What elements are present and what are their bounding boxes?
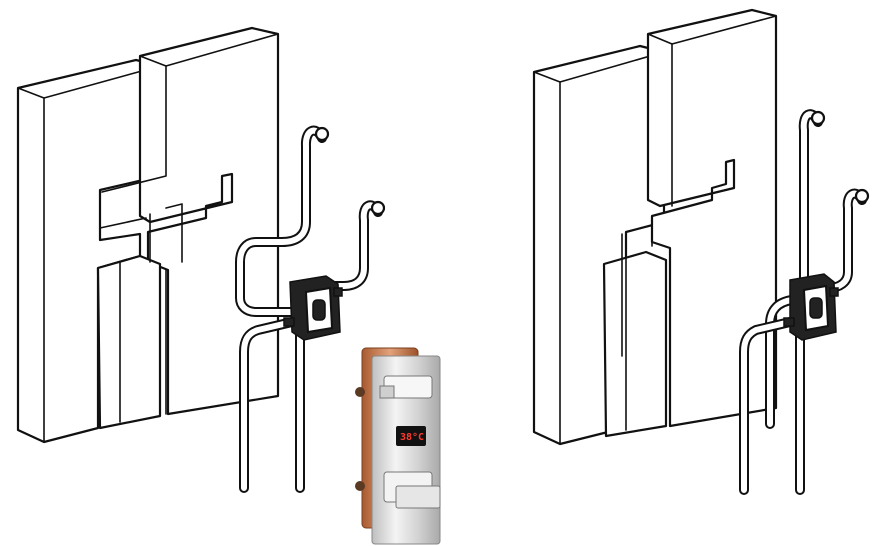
left-valve-box (283, 275, 343, 341)
left-wall-slab-b (101, 26, 280, 416)
right-wall-channel (621, 215, 653, 357)
left-wall-slab-c (96, 254, 162, 430)
right-valve-box (783, 273, 839, 341)
valve-box-icon (809, 297, 823, 319)
pipe-cap-icon (370, 200, 386, 216)
right-wall-slab-c (602, 250, 668, 438)
temperature-readout: 38°C (400, 432, 424, 443)
pipe-cap-icon (314, 126, 330, 142)
left-pipes (235, 125, 386, 493)
right-wall-slab-b (646, 8, 778, 428)
left-installation (16, 26, 386, 493)
right-installation (532, 8, 870, 495)
pipe-cap-icon (854, 188, 870, 204)
thermostatic-mixer: 38°C (355, 347, 441, 545)
left-wall-channel (99, 199, 183, 263)
pipe-cap-icon (810, 110, 826, 126)
temperature-display (396, 426, 426, 446)
valve-box-icon (312, 299, 326, 321)
